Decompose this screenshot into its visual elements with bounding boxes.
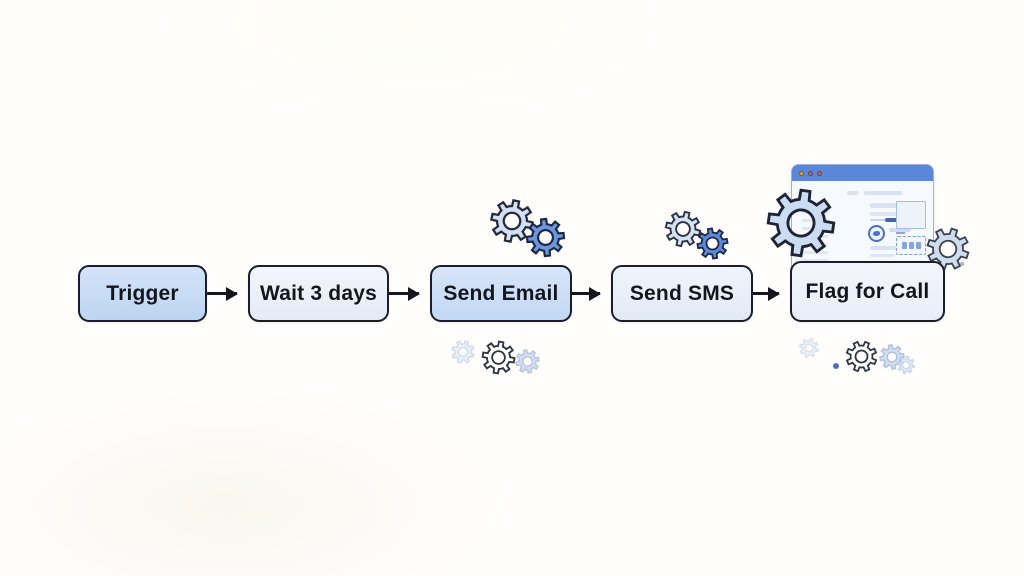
content-line — [870, 212, 899, 216]
traffic-light-icon — [799, 170, 804, 176]
node-label: Send SMS — [629, 281, 735, 305]
gear-icon — [758, 180, 844, 266]
browser-titlebar — [792, 165, 933, 181]
side-card-label — [896, 232, 905, 234]
content-line — [864, 191, 902, 195]
connector-arrow — [207, 286, 238, 301]
connector-arrow — [389, 286, 420, 301]
flow-node-flag-for-call: Flag for Call — [790, 261, 945, 322]
content-line — [847, 191, 859, 195]
dot-decor — [833, 363, 839, 369]
gear-icon — [795, 334, 822, 361]
dot-decor — [960, 262, 964, 266]
gear-icon — [511, 345, 543, 377]
content-line — [889, 228, 911, 232]
gear-icon — [522, 214, 569, 261]
node-label: Send Email — [443, 281, 559, 305]
thumbnail-box — [896, 236, 926, 255]
content-line — [870, 246, 907, 250]
content-line — [870, 254, 895, 257]
avatar-doodle-icon — [868, 225, 885, 242]
flow-node-wait-3-days: Wait 3 days — [248, 265, 389, 322]
node-label: Trigger — [106, 281, 179, 305]
flow-node-send-email: Send Email — [430, 265, 572, 322]
connector-arrow — [572, 286, 601, 301]
gear-icon — [894, 353, 918, 377]
gear-icon — [446, 335, 479, 368]
connector-arrow — [753, 286, 780, 301]
flow-node-send-sms: Send SMS — [611, 265, 753, 322]
node-label: Wait 3 days — [260, 281, 377, 305]
node-label: Flag for Call — [805, 279, 930, 303]
gear-icon — [692, 223, 733, 264]
traffic-light-icon — [817, 170, 822, 176]
content-line — [870, 203, 907, 208]
flow-node-trigger: Trigger — [78, 265, 207, 322]
traffic-light-icon — [808, 170, 813, 176]
side-card — [896, 201, 926, 229]
